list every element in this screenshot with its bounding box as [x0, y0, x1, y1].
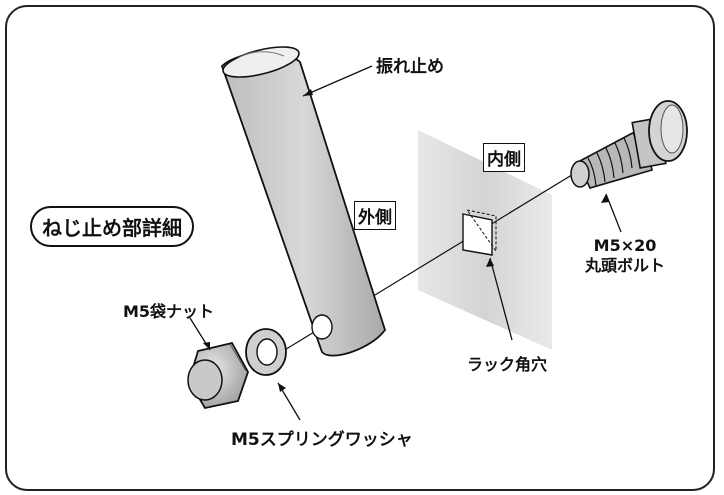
- bolt-spec-line1: M5×20: [593, 236, 657, 255]
- cap-nut: [187, 341, 249, 410]
- rack-hole-label: ラック角穴: [467, 355, 548, 374]
- leader-furedome: [302, 65, 373, 97]
- sotogawa-label: 外側: [354, 201, 396, 230]
- square-hole: [462, 209, 497, 256]
- pan-head-bolt: [570, 100, 688, 189]
- bolt-spec-label: M5×20 丸頭ボルト: [585, 236, 665, 276]
- washer-label: M5スプリングワッシャ: [231, 430, 413, 450]
- leader-bolt: [605, 193, 622, 233]
- uchigawa-label: 内側: [483, 143, 525, 172]
- diagram-frame: [5, 5, 715, 491]
- bolt-spec-line2: 丸頭ボルト: [585, 256, 666, 275]
- furedome-tube: [220, 46, 386, 357]
- furedome-label: 振れ止め: [376, 57, 444, 77]
- leader-rack-hole: [489, 257, 513, 341]
- detail-title: ねじ止め部詳細: [30, 206, 194, 247]
- nut-label: M5袋ナット: [123, 302, 215, 321]
- spring-washer: [245, 328, 287, 376]
